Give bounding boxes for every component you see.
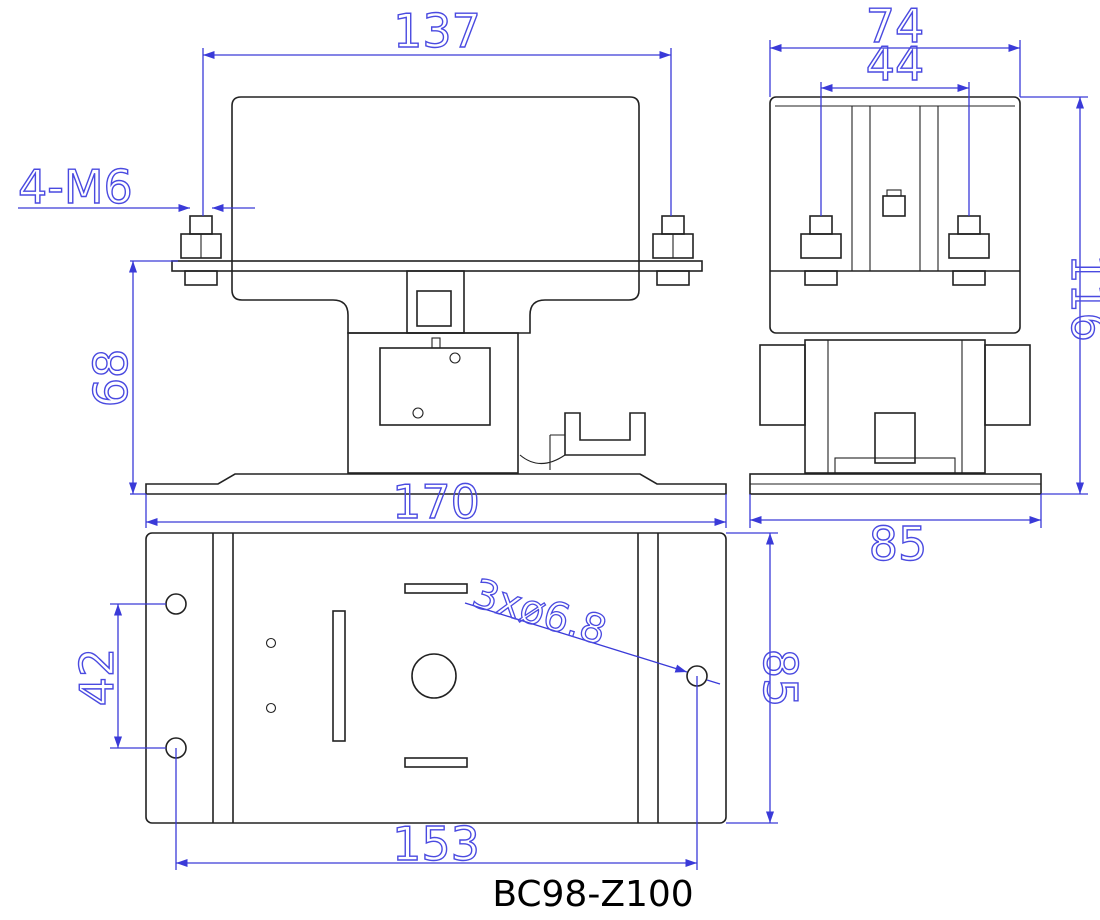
dim-terminal-spacing: 44: [820, 36, 970, 216]
side-view: [749, 96, 1042, 495]
side-terminal-left: [800, 215, 842, 286]
dim-holes-label: 3xø6.8: [467, 571, 612, 655]
top-view: [145, 532, 727, 824]
dim-side-width-top-label: 74: [866, 0, 925, 53]
dim-hole-spacing-horizontal: 153: [175, 676, 698, 872]
dim-front-height: 68: [83, 260, 178, 495]
model-label: BC98-Z100: [492, 874, 693, 915]
dim-front-base-width: 170: [145, 474, 727, 530]
dim-top-height: 85: [726, 532, 808, 824]
front-view: [145, 96, 727, 495]
front-terminal-left: [180, 215, 222, 286]
dim-side-height-label: 116: [1061, 254, 1100, 342]
dim-side-base-width: 85: [749, 494, 1042, 572]
dim-terminal-spacing-label: 44: [866, 37, 925, 91]
front-terminal-right: [652, 215, 694, 286]
side-terminal-right: [948, 215, 990, 286]
dim-side-width-top: 74: [769, 0, 1021, 97]
dim-front-base-width-label: 170: [392, 475, 480, 529]
dim-front-width-top: 137: [202, 3, 672, 216]
dim-thread: 4-M6: [17, 159, 255, 215]
dim-hole-spacing-horizontal-label: 153: [392, 817, 480, 871]
dim-hole-spacing-vertical-label: 42: [70, 648, 124, 707]
dim-front-width-top-label: 137: [393, 4, 481, 58]
dim-side-height: 116: [1020, 96, 1100, 495]
dim-side-base-width-label: 85: [869, 517, 928, 571]
dim-top-height-label: 85: [753, 649, 807, 708]
dim-thread-label: 4-M6: [18, 160, 133, 214]
dim-front-height-label: 68: [84, 349, 138, 408]
dim-hole-spacing-vertical: 42: [69, 603, 166, 749]
dim-holes: 3xø6.8: [464, 570, 721, 685]
